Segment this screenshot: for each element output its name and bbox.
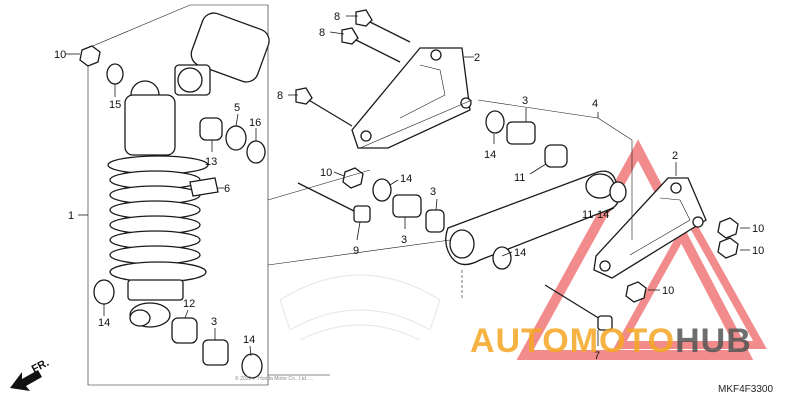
nuts-10-right (625, 217, 739, 303)
bearing-11-upper (544, 144, 568, 168)
seal-14-lower (93, 279, 115, 305)
callout-16: 16 (249, 117, 261, 129)
callout-4: 4 (592, 98, 598, 110)
callout-14-arm: 14 (514, 247, 526, 259)
callout-11-upper: 11 (514, 172, 525, 184)
callout-6: 6 (224, 183, 230, 195)
callout-8-c: 8 (277, 90, 283, 102)
honda-wing-watermark (279, 274, 441, 341)
nut-10-top (79, 45, 101, 67)
bracket-2-right (593, 177, 707, 279)
middle-collars (372, 110, 568, 233)
brand-watermark: AUTOMOTOHUB (470, 322, 752, 360)
callout-3-upper: 3 (430, 186, 436, 198)
callout-10-right-b: 10 (752, 245, 764, 257)
callout-2-left: 2 (474, 52, 480, 64)
bracket-2-left (351, 47, 472, 149)
brand-part-moto: MOTO (570, 322, 675, 360)
collar-3-mid (392, 194, 422, 218)
front-label: FR. (30, 357, 51, 376)
callout-10-top: 10 (54, 49, 66, 61)
callout-12: 12 (183, 298, 195, 310)
callout-5: 5 (234, 102, 240, 114)
label-6 (189, 177, 219, 197)
front-direction-indicator: FR. (10, 357, 51, 391)
callout-14-upper: 14 (484, 149, 496, 161)
bushing-13 (199, 117, 223, 141)
nut-10-mid (342, 167, 364, 189)
bearing-11-mid (425, 209, 445, 233)
callout-14-bracket: 14 (597, 209, 609, 221)
brand-part-hub: HUB (675, 322, 752, 360)
callout-15: 15 (109, 99, 121, 111)
bushing-12 (171, 317, 198, 344)
callout-8-a: 8 (334, 11, 340, 23)
callout-2-right: 2 (672, 150, 678, 162)
bolt-7 (544, 284, 613, 331)
rear-shock-absorber (107, 12, 270, 328)
seal-14-arm (609, 181, 627, 203)
callouts: 10 15 1 14 12 3 14 5 16 13 6 8 8 8 2 10 … (54, 11, 764, 362)
front-arrow-icon (10, 370, 42, 391)
callout-7: 7 (594, 350, 600, 362)
callout-9: 9 (353, 245, 359, 257)
seal-14-lower-right (241, 353, 263, 379)
callout-13: 13 (205, 156, 217, 168)
watermark-triangle-right (613, 211, 767, 349)
washer-15 (106, 63, 124, 85)
collar-3-lower (202, 339, 229, 366)
callout-10-right-c: 10 (662, 285, 674, 297)
seal-14-upper (485, 110, 505, 134)
watermark-triangle-left (516, 139, 754, 360)
callout-1: 1 (68, 210, 74, 222)
leader-lines (66, 15, 750, 376)
callout-3-lower: 3 (211, 316, 217, 328)
collar-3-upper (506, 121, 536, 145)
svg-text:AUTOMOTOHUB: AUTOMOTOHUB (470, 322, 752, 360)
callout-14-lower: 14 (243, 334, 255, 346)
callout-3-mid: 3 (522, 95, 528, 107)
callout-3-center: 3 (401, 234, 407, 246)
diagram-code: MKF4F3300 (718, 384, 773, 395)
seal-14-arm-lower (492, 246, 512, 270)
callout-10-mid: 10 (320, 167, 332, 179)
bolt-9 (297, 182, 371, 223)
watermark-triangles (516, 139, 767, 360)
callout-11-lower: 11 (582, 209, 593, 221)
shock-assembly-frame (87, 4, 269, 386)
seal-5 (225, 125, 247, 151)
brand-part-auto: AUTO (470, 322, 570, 360)
callout-8-b: 8 (319, 27, 325, 39)
callout-14-mid: 14 (400, 173, 412, 185)
ring-16 (246, 140, 266, 164)
shock-small-parts (79, 45, 266, 379)
bolts-8 (295, 9, 411, 127)
callout-10-right-a: 10 (752, 223, 764, 235)
copyright-text: © 2022 ... Honda Motor Co., Ltd. ... (235, 375, 313, 382)
callout-14-left: 14 (98, 317, 110, 329)
cushion-arm-4 (445, 170, 627, 270)
seal-14-mid (372, 178, 392, 202)
